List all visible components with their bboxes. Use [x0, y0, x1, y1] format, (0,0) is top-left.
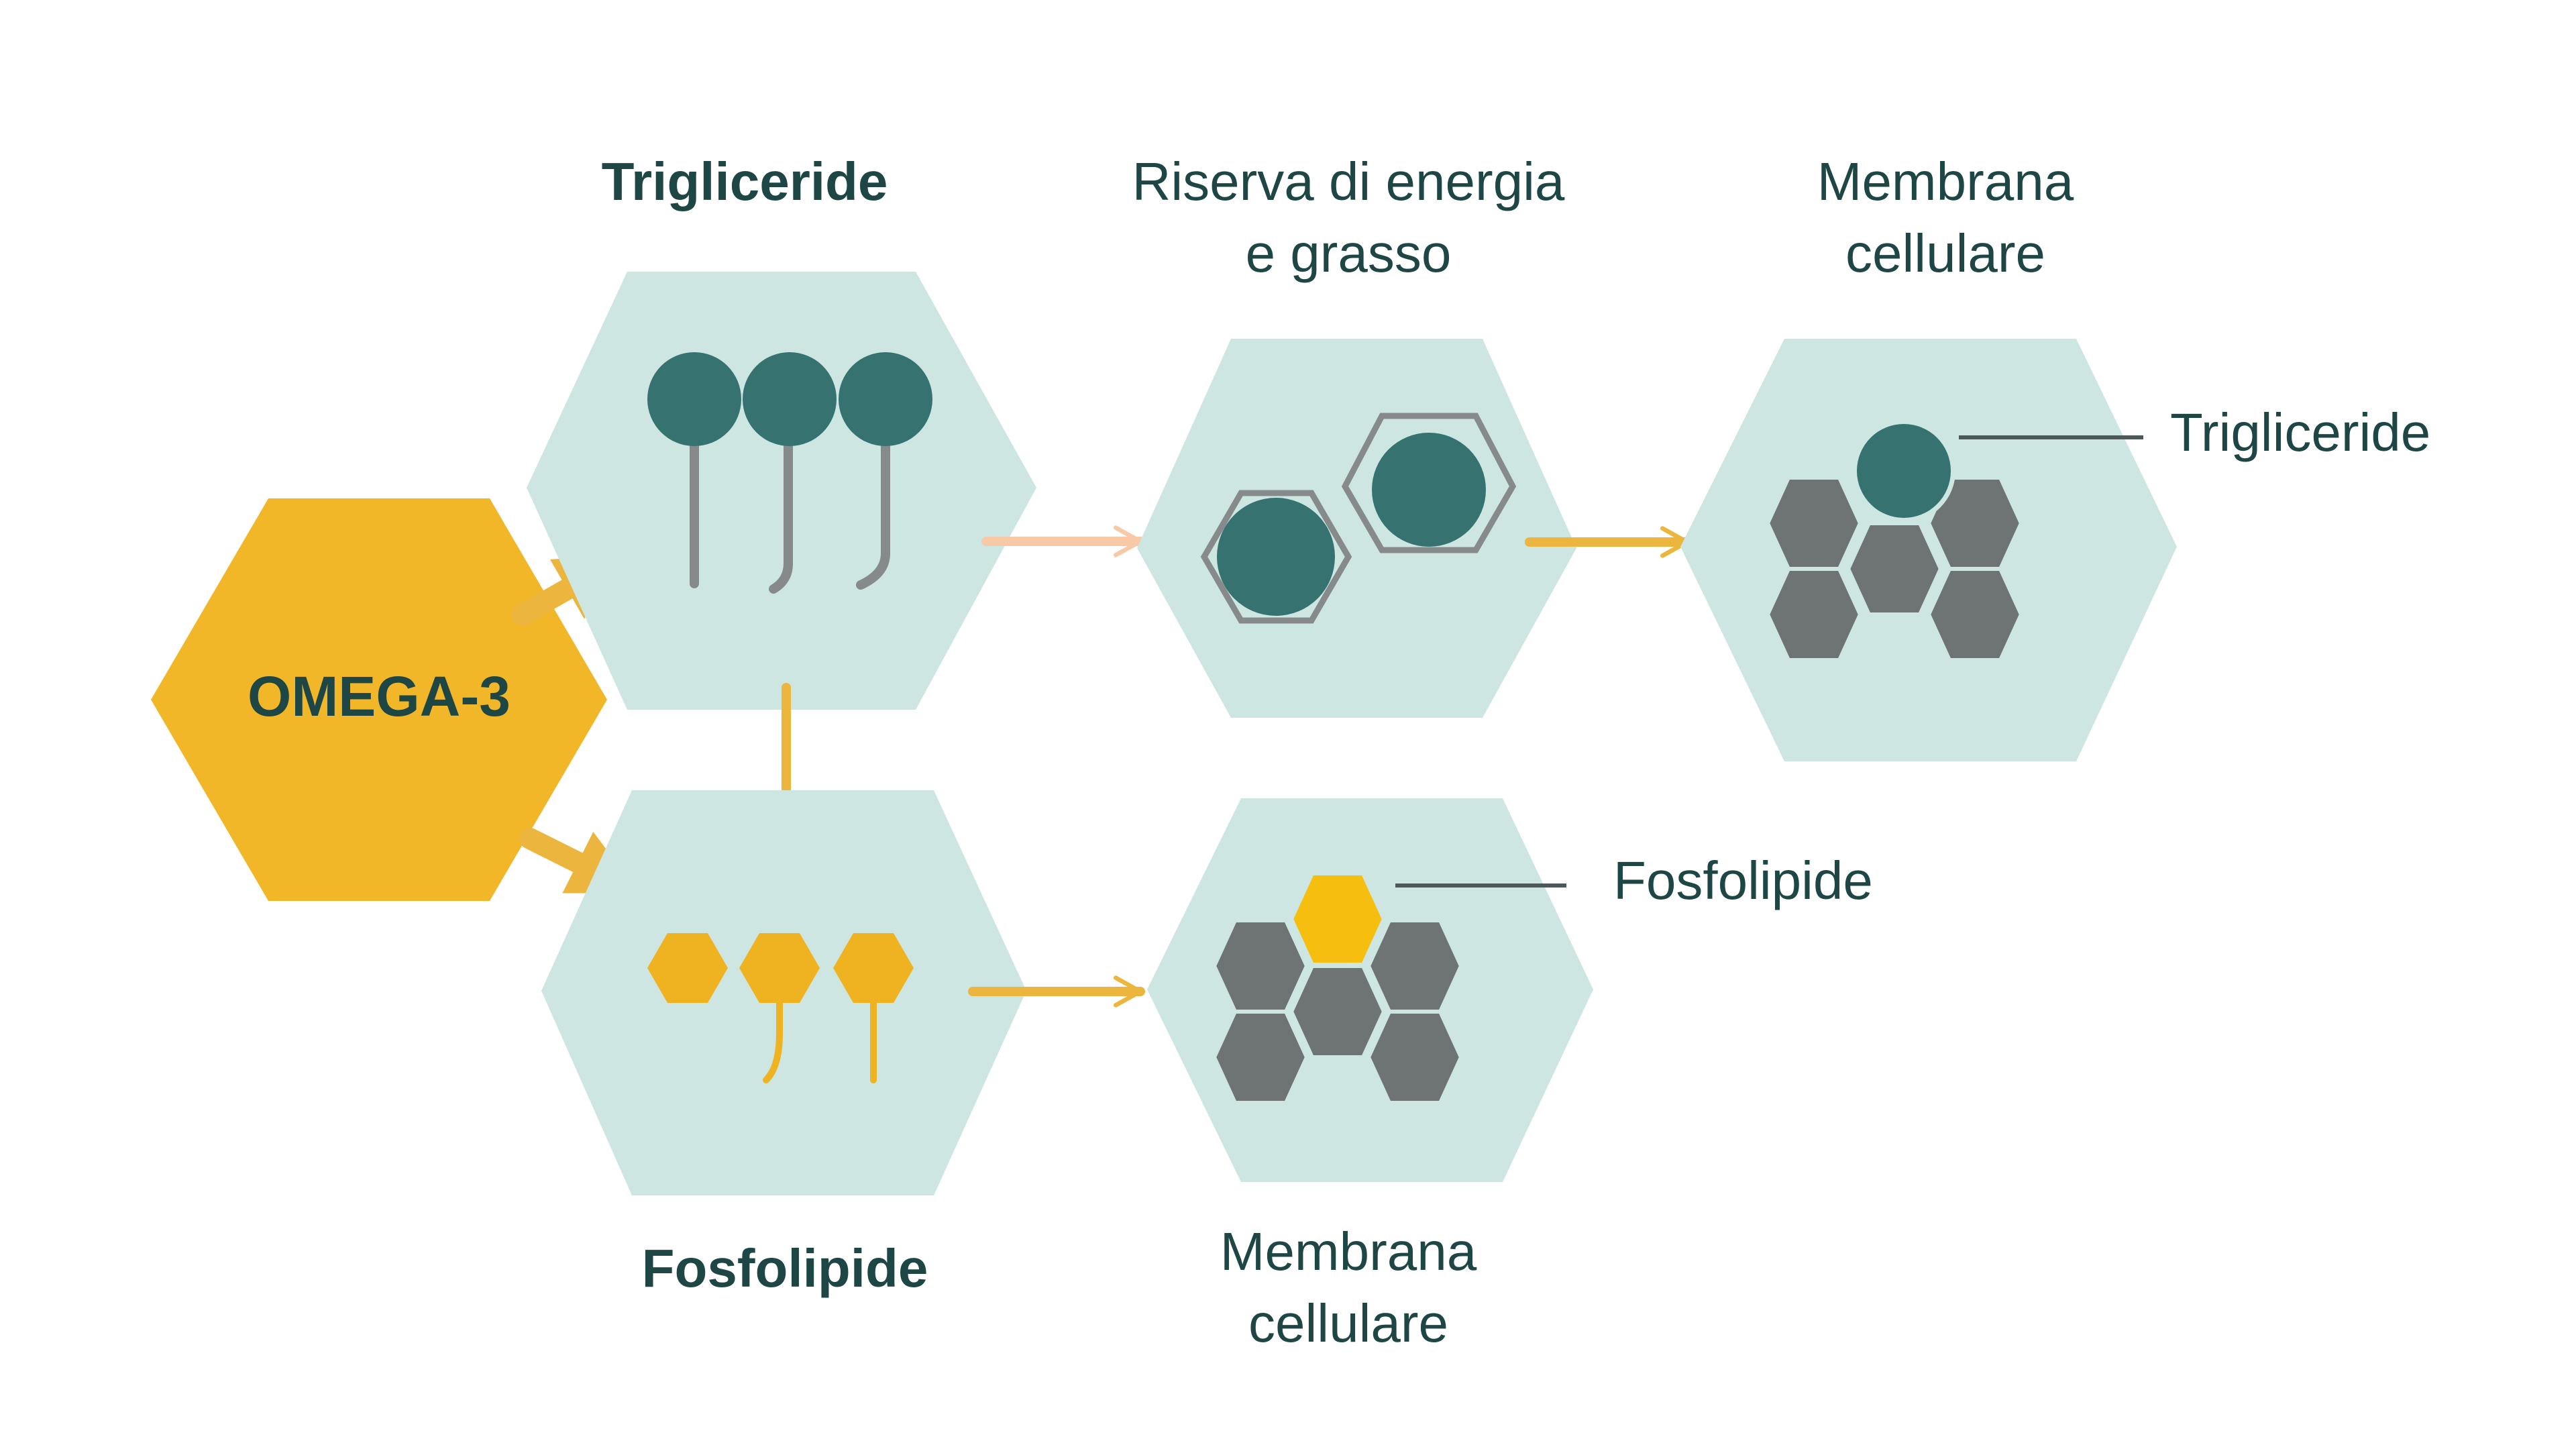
omega3-hexagon	[151, 498, 607, 901]
riserva-hexagon	[1137, 339, 1576, 718]
membrana-bottom-label-line1: Membrana	[1220, 1222, 1477, 1281]
fosfolipide-node	[541, 790, 1026, 1195]
fosfolipide-molecule-icon	[647, 933, 914, 1083]
callout-trigliceride-label: Trigliceride	[2170, 402, 2430, 462]
membrane-trigliceride-icon	[1765, 419, 2024, 662]
riserva-label-line1: Riserva di energia	[1132, 152, 1565, 211]
membrana-bottom-label-line2: cellulare	[1248, 1293, 1448, 1353]
fosfolipide-title: Fosfolipide	[642, 1238, 928, 1298]
callout-fosfolipide-label: Fosfolipide	[1613, 851, 1873, 910]
membrana-top-label-line2: cellulare	[1845, 223, 2045, 283]
membrana-bottom-node	[1147, 798, 1593, 1182]
trigliceride-molecule-icon	[647, 352, 932, 594]
membrane-fosfolipide-icon	[1212, 871, 1464, 1105]
fat-cells-icon	[1200, 413, 1517, 624]
omega3-node: OMEGA-3	[151, 498, 607, 901]
riserva-node	[1137, 339, 1576, 718]
trigliceride-node	[527, 272, 1036, 710]
membrana-top-node	[1680, 339, 2177, 761]
trigliceride-hexagon	[527, 272, 1036, 710]
membrana-top-label-line1: Membrana	[1817, 152, 2074, 211]
trigliceride-title: Trigliceride	[602, 152, 888, 211]
riserva-label-line2: e grasso	[1246, 223, 1452, 283]
omega3-label: OMEGA-3	[248, 665, 511, 728]
